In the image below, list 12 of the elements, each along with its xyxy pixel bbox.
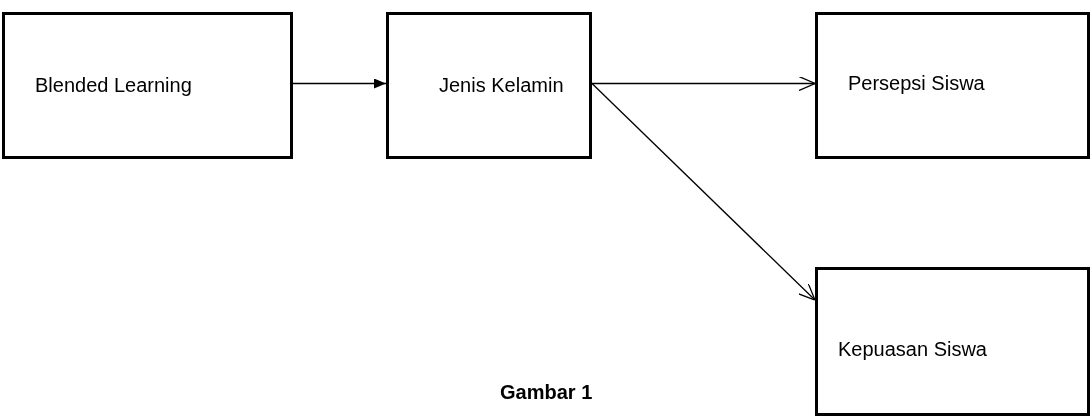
node-label: Kepuasan Siswa (838, 338, 987, 361)
node-label: Jenis Kelamin (439, 74, 564, 97)
text-box (815, 267, 1090, 416)
arrow (591, 82, 816, 301)
text-box (2, 12, 293, 159)
node-label: Blended Learning (35, 74, 192, 97)
arrow (292, 78, 387, 89)
arrow (591, 75, 816, 92)
figure-caption: Gambar 1 (500, 381, 593, 404)
node-label: Persepsi Siswa (848, 72, 985, 95)
text-box (815, 12, 1090, 159)
text-box (386, 12, 592, 159)
